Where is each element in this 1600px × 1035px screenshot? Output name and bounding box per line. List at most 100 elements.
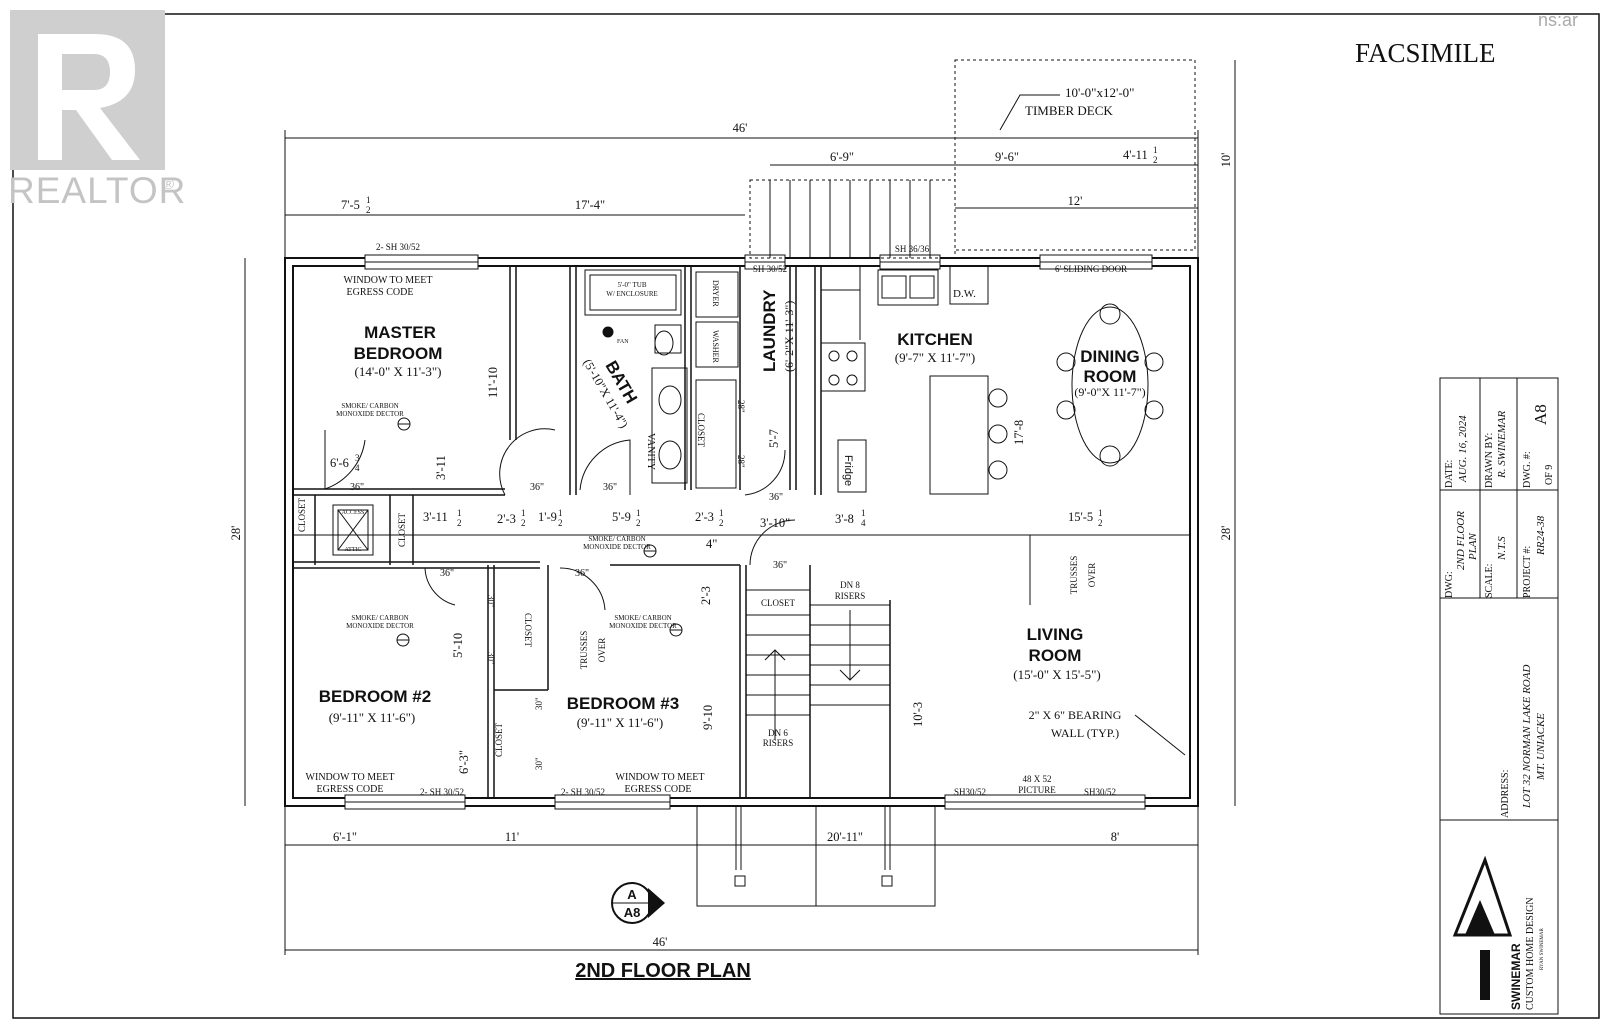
frac: 2 xyxy=(457,518,462,528)
facsimile-label: FACSIMILE xyxy=(1355,38,1496,68)
room-bedroom-3: BEDROOM #3 xyxy=(567,694,679,713)
frac: 2 xyxy=(1153,155,1158,165)
tb-project-value: RR24-38 xyxy=(1535,515,1547,556)
dryer-label: DRYER xyxy=(711,280,720,307)
room-kitchen: KITCHEN xyxy=(897,330,973,349)
registered-mark: ® xyxy=(163,176,174,193)
frac: 1 xyxy=(636,508,641,518)
dim-overall-bottom: 46' xyxy=(653,935,668,949)
frac: 2 xyxy=(558,518,563,528)
dim-hall-4: 4" xyxy=(706,537,717,551)
window-label-living-right: SH30/52 xyxy=(1084,787,1116,797)
dim-top-4-11: 4'-11 xyxy=(1123,148,1148,162)
tb-dwg-label: DWG: xyxy=(1444,571,1455,598)
attic-label: ATTIC xyxy=(345,547,362,553)
dim-top-6-9: 6'-9" xyxy=(830,150,854,164)
access-label: ACCESS xyxy=(342,510,365,516)
tb-dwg-value: 2ND FLOOR xyxy=(1455,511,1467,570)
bath-laundry-fixtures xyxy=(584,269,739,489)
frac: 2 xyxy=(366,205,371,215)
tb-date-value: AUG. 16, 2024 xyxy=(1457,415,1469,483)
tb-drawn-label: DRAWN BY: xyxy=(1484,433,1495,488)
dim-mb-6-6: 6'-6 xyxy=(330,456,349,470)
dn8-note-b: RISERS xyxy=(835,591,866,601)
room-living: LIVING xyxy=(1027,625,1084,644)
dim-mb-11-10: 11'-10 xyxy=(486,367,500,398)
dim-hall-5-9: 5'-9 xyxy=(612,510,631,524)
tb-address-label: ADDRESS: xyxy=(1500,770,1511,818)
deck-and-rear-stairs xyxy=(749,59,1196,259)
tb-dwgno-value: A8 xyxy=(1531,404,1550,425)
room-laundry-size: (6'-2"X 11'-3") xyxy=(782,301,796,372)
frac: 3 xyxy=(355,453,360,463)
dim-b2-6-3: 6'-3" xyxy=(457,750,471,774)
plan-title: 2ND FLOOR PLAN xyxy=(575,960,751,982)
stairs xyxy=(746,589,890,740)
door-30-1: 30" xyxy=(486,595,496,608)
room-bedroom-2: BEDROOM #2 xyxy=(319,687,431,706)
door-swings xyxy=(324,428,796,611)
tb-dwg-value-2: PLAN xyxy=(1467,532,1479,561)
frac: 2 xyxy=(719,518,724,528)
vanity-label: VANITY xyxy=(645,433,656,470)
room-kitchen-size: (9'-7" X 11'-7") xyxy=(895,350,976,365)
realtor-wordmark: REALTOR xyxy=(8,170,186,211)
dim-mb-3-11: 3'-11 xyxy=(434,455,448,480)
trusses-note-1: TRUSSES xyxy=(579,631,589,670)
dim-k-17-8: 17'-8 xyxy=(1012,420,1026,445)
picture-window-label-b: PICTURE xyxy=(1018,785,1056,795)
tub-note: 5'-0" TUB xyxy=(617,281,646,289)
dim-hall-3-10: 3'-10" xyxy=(760,516,790,530)
closet-label-3: CLOSET xyxy=(696,413,706,448)
frac: 1 xyxy=(719,508,724,518)
tb-address-2: MT. UNIACKE xyxy=(1535,713,1547,781)
bearing-wall-note: 2" X 6" BEARING xyxy=(1029,708,1122,722)
tb-project-label: PROJECT #: xyxy=(1522,546,1533,598)
sheet-border xyxy=(12,13,1600,1019)
realtor-logo: REALTOR ® xyxy=(8,10,186,211)
bearing-wall-note-b: WALL (TYP.) xyxy=(1051,726,1119,740)
dimension-lines xyxy=(244,60,1236,955)
room-bedroom-2-size: (9'-11" X 11'-6") xyxy=(329,710,416,725)
trusses-note-2b: OVER xyxy=(1087,563,1097,588)
closet-label-1: CLOSET xyxy=(297,498,307,533)
smoke-note-2: SMOKE/ CARBON xyxy=(588,535,645,543)
tb-company: SWINEMAR xyxy=(1509,943,1523,1010)
tb-address-1: LOT 32 NORMAN LAKE ROAD xyxy=(1521,665,1533,809)
notes: WINDOW TO MEET EGRESS CODE WINDOW TO MEE… xyxy=(297,264,1127,795)
egress-note-1: WINDOW TO MEET xyxy=(344,275,433,286)
dim-bot-11: 11' xyxy=(505,830,519,844)
frac: 1 xyxy=(1098,508,1103,518)
kitchen-fixtures xyxy=(820,265,1008,495)
trusses-note-1b: OVER xyxy=(597,638,607,663)
frac: 4 xyxy=(355,463,360,473)
frac: 2 xyxy=(521,518,526,528)
dim-bot-8: 8' xyxy=(1111,830,1120,844)
room-dining-size: (9'-0"X 11'-7") xyxy=(1074,385,1145,399)
egress-note-3b: EGRESS CODE xyxy=(625,784,692,795)
smoke-note-1: SMOKE/ CARBON xyxy=(341,402,398,410)
ns-ar-logo: ns:ar xyxy=(1538,10,1578,30)
deck-label: TIMBER DECK xyxy=(1025,103,1113,118)
section-letter: A xyxy=(627,887,637,902)
room-dining: DINING xyxy=(1080,347,1140,366)
room-master-bedroom-line2: BEDROOM xyxy=(354,344,443,363)
room-laundry: LAUNDRY xyxy=(760,289,779,372)
sliding-door-label: 6' SLIDING DOOR xyxy=(1055,264,1127,274)
attic-access xyxy=(332,504,374,556)
dim-lau-5-7: 5'-7 xyxy=(767,429,781,448)
dim-hall-2-3b: 2'-3 xyxy=(695,510,714,524)
smoke-note-3: SMOKE/ CARBON xyxy=(351,614,408,622)
dim-hall-15-5: 15'-5 xyxy=(1068,510,1093,524)
front-steps xyxy=(696,805,936,907)
smoke-note-3b: MONOXIDE DECTOR xyxy=(346,622,414,630)
door-28-2: 28" xyxy=(736,455,746,468)
picture-window-label: 48 X 52 xyxy=(1023,774,1052,784)
dim-hall-2-3c: 2'-3 xyxy=(699,586,713,605)
smoke-note-2b: MONOXIDE DECTOR xyxy=(583,543,651,551)
frac: 4 xyxy=(861,518,866,528)
frac: 1 xyxy=(861,508,866,518)
dim-top-12: 12' xyxy=(1068,194,1083,208)
egress-note-3: WINDOW TO MEET xyxy=(616,772,705,783)
tb-of: OF 9 xyxy=(1544,465,1555,485)
